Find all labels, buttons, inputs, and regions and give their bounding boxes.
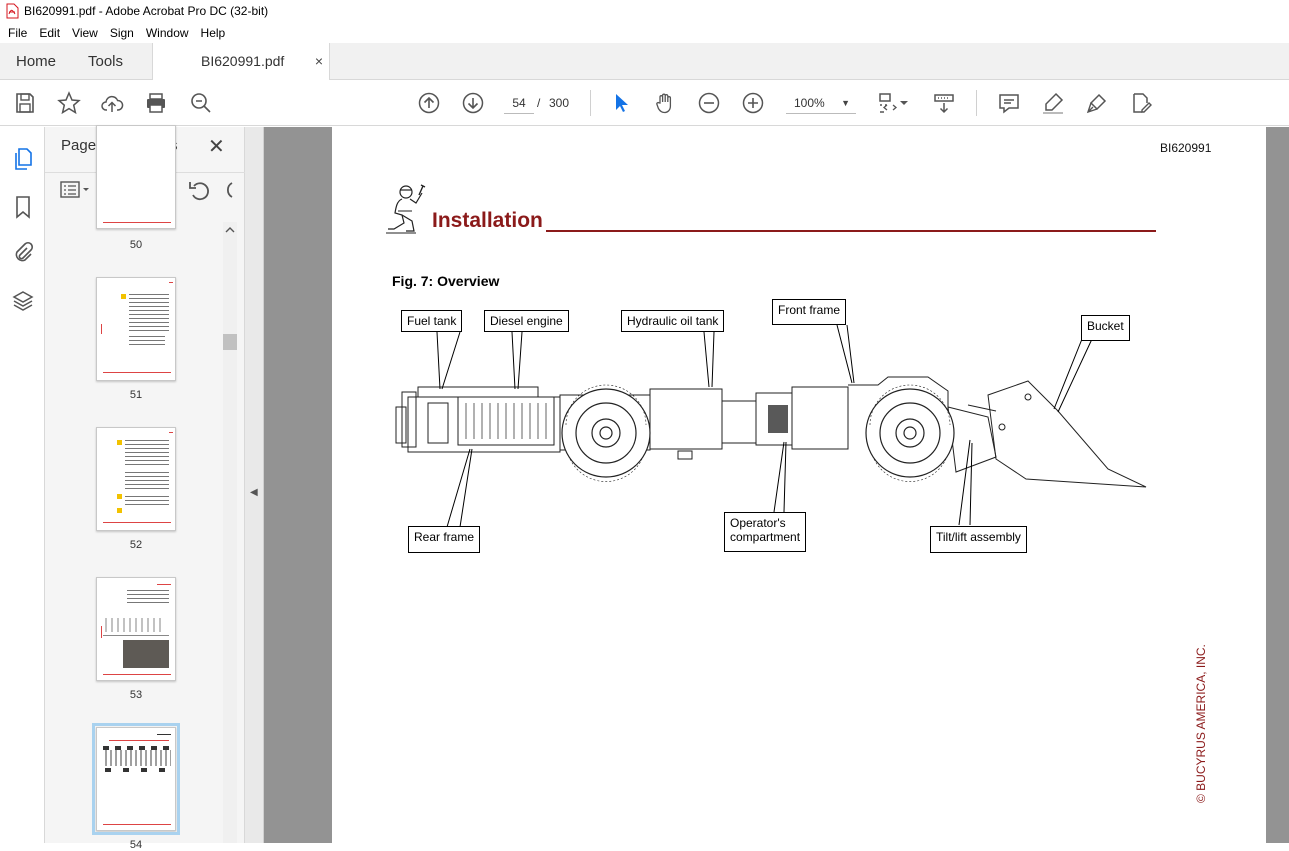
menu-window[interactable]: Window xyxy=(145,25,189,40)
title-bar: BI620991.pdf - Adobe Acrobat Pro DC (32-… xyxy=(0,0,1289,22)
page-separator: / xyxy=(537,96,541,110)
thumbnail-page[interactable] xyxy=(96,427,176,531)
document-viewport[interactable]: BI620991 Installation Fig. 7: Overview xyxy=(264,127,1289,843)
thumbnail-panel: Page Thumbnails ✕ 50 51 xyxy=(45,125,245,851)
main-toolbar: 54 / 300 100% ▼ xyxy=(0,80,1289,126)
page-fit-icon[interactable] xyxy=(877,91,901,115)
edit-pdf-icon[interactable] xyxy=(1129,91,1153,115)
tab-home[interactable]: Home xyxy=(16,53,57,70)
figure-title: Fig. 7: Overview xyxy=(392,273,500,289)
copyright-notice: © BUCYRUS AMERICA, INC. xyxy=(1194,644,1208,803)
callout-diesel-engine: Diesel engine xyxy=(484,310,569,332)
rotate-counterclockwise-icon[interactable] xyxy=(187,178,211,202)
thumbnail-label: 52 xyxy=(129,539,143,551)
rotate-clockwise-icon[interactable] xyxy=(221,178,233,202)
menu-view[interactable]: View xyxy=(72,25,98,40)
sign-pen-icon[interactable] xyxy=(1085,91,1109,115)
worker-with-wrench-icon xyxy=(386,184,426,234)
callout-operators-line2: compartment xyxy=(730,530,801,544)
thumbnail-page-selected[interactable] xyxy=(92,723,180,835)
scrollbar-thumb[interactable] xyxy=(223,334,237,350)
window-title: BI620991.pdf - Adobe Acrobat Pro DC (32-… xyxy=(24,4,269,18)
bookmark-star-icon[interactable] xyxy=(57,91,81,115)
zoom-level-select[interactable]: 100% ▼ xyxy=(786,92,856,114)
tab-tools[interactable]: Tools xyxy=(88,53,124,70)
close-panel-icon[interactable]: ✕ xyxy=(208,136,225,158)
layers-icon[interactable] xyxy=(11,289,35,313)
callout-operators-line1: Operator's xyxy=(730,516,786,530)
menu-edit[interactable]: Edit xyxy=(39,25,61,40)
thumbnail-scrollbar[interactable] xyxy=(223,222,237,843)
tab-bar: Home Tools BI620991.pdf × xyxy=(0,43,1289,81)
print-icon[interactable] xyxy=(144,91,168,115)
callout-rear-frame: Rear frame xyxy=(408,526,481,553)
toolbar-divider xyxy=(590,90,591,116)
previous-page-icon[interactable] xyxy=(417,91,441,115)
callout-front-frame: Front frame xyxy=(772,299,847,325)
callout-bucket: Bucket xyxy=(1081,315,1130,341)
thumbnail-list: 50 51 52 xyxy=(45,125,223,851)
thumbnail-page[interactable] xyxy=(96,125,176,229)
panel-collapse-handle[interactable]: ◀ xyxy=(245,127,264,843)
hand-tool-icon[interactable] xyxy=(653,91,677,115)
callout-tilt-lift-assembly: Tilt/lift assembly xyxy=(930,526,1027,553)
callout-fuel-tank: Fuel tank xyxy=(401,310,463,332)
thumbnail-page[interactable] xyxy=(96,577,176,681)
pdf-page: BI620991 Installation Fig. 7: Overview xyxy=(332,127,1266,843)
zoom-level-value: 100% xyxy=(794,96,825,110)
loader-vehicle-diagram xyxy=(395,376,1147,488)
page-number-input[interactable]: 54 xyxy=(504,92,534,114)
save-icon[interactable] xyxy=(13,91,37,115)
comment-icon[interactable] xyxy=(997,91,1021,115)
zoom-in-icon[interactable] xyxy=(741,91,765,115)
menu-file[interactable]: File xyxy=(8,25,28,40)
thumbnail-label: 50 xyxy=(129,239,143,251)
page-heading: Installation xyxy=(432,209,543,232)
total-pages: 300 xyxy=(549,96,570,110)
menu-help[interactable]: Help xyxy=(200,25,226,40)
tab-document-label: BI620991.pdf xyxy=(201,53,285,69)
callout-leader-lines xyxy=(436,324,1093,528)
thumbnail-label: 51 xyxy=(129,389,143,401)
bookmarks-icon[interactable] xyxy=(11,195,35,219)
thumbnail-label: 54 xyxy=(129,839,143,851)
menu-sign[interactable]: Sign xyxy=(109,25,134,40)
zoom-out-icon[interactable] xyxy=(697,91,721,115)
left-navigation-rail xyxy=(0,127,45,843)
upload-cloud-icon[interactable] xyxy=(100,91,124,115)
heading-underline xyxy=(546,230,1156,232)
next-page-icon[interactable] xyxy=(461,91,485,115)
thumbnail-label: 53 xyxy=(129,689,143,701)
thumbnail-page[interactable] xyxy=(96,277,176,381)
chevron-up-icon[interactable] xyxy=(225,226,235,234)
acrobat-app-icon xyxy=(6,3,19,19)
attachments-paperclip-icon[interactable] xyxy=(11,241,35,265)
chevron-down-icon[interactable] xyxy=(898,91,910,115)
menu-bar: File Edit View Sign Window Help xyxy=(0,22,1289,43)
toolbar-divider xyxy=(976,90,977,116)
callout-hydraulic-oil-tank: Hydraulic oil tank xyxy=(621,310,725,332)
callout-operators-compartment: Operator's compartment xyxy=(724,512,807,552)
thumbnail-options-icon[interactable] xyxy=(59,178,91,202)
highlight-pen-icon[interactable] xyxy=(1041,91,1065,115)
scroll-mode-icon[interactable] xyxy=(932,91,956,115)
close-tab-icon[interactable]: × xyxy=(314,53,323,69)
select-cursor-icon[interactable] xyxy=(609,91,633,115)
zoom-search-icon[interactable] xyxy=(189,91,213,115)
collapse-left-icon: ◀ xyxy=(250,487,258,498)
tab-document[interactable]: BI620991.pdf × xyxy=(152,43,330,81)
chevron-down-icon: ▼ xyxy=(841,98,850,108)
page-thumbnails-icon[interactable] xyxy=(11,147,35,171)
document-code: BI620991 xyxy=(1160,141,1212,155)
